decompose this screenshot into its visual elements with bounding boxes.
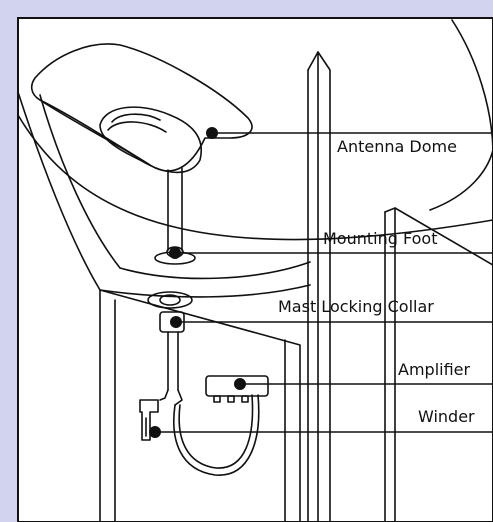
shelf-hole (147, 291, 193, 309)
shelf-hole-inner (159, 294, 181, 306)
vertical-post (307, 51, 331, 522)
antenna-dome-rim (39, 99, 151, 166)
left-wall-inner (39, 94, 121, 269)
cable-curve-lower (429, 149, 493, 211)
label-mounting-foot: Mounting Foot (323, 229, 438, 248)
label-mast-locking-collar: Mast Locking Collar (278, 297, 434, 316)
shelf-curve (119, 261, 311, 280)
label-antenna-dome: Antenna Dome (337, 137, 457, 156)
label-winder: Winder (418, 407, 475, 426)
antenna-dome-opening (99, 106, 202, 174)
amplifier-connector-2 (227, 395, 235, 403)
amplifier-connector-3 (241, 395, 249, 403)
label-amplifier: Amplifier (398, 360, 471, 379)
antenna-dome-inner (111, 113, 161, 123)
winder-shape (139, 399, 159, 441)
amplifier-shape (205, 375, 269, 397)
antenna-dome-shape (30, 43, 253, 172)
lower-mast-elbow (159, 389, 183, 406)
cable-loop-inner (178, 394, 254, 469)
antenna-dome-inner-2 (107, 121, 167, 133)
amplifier-connector-1 (213, 395, 221, 403)
cable-loop (173, 394, 260, 476)
cable-curve (451, 19, 493, 151)
left-wall (17, 91, 101, 291)
top-cable (17, 114, 493, 241)
shelf-top (99, 284, 311, 298)
